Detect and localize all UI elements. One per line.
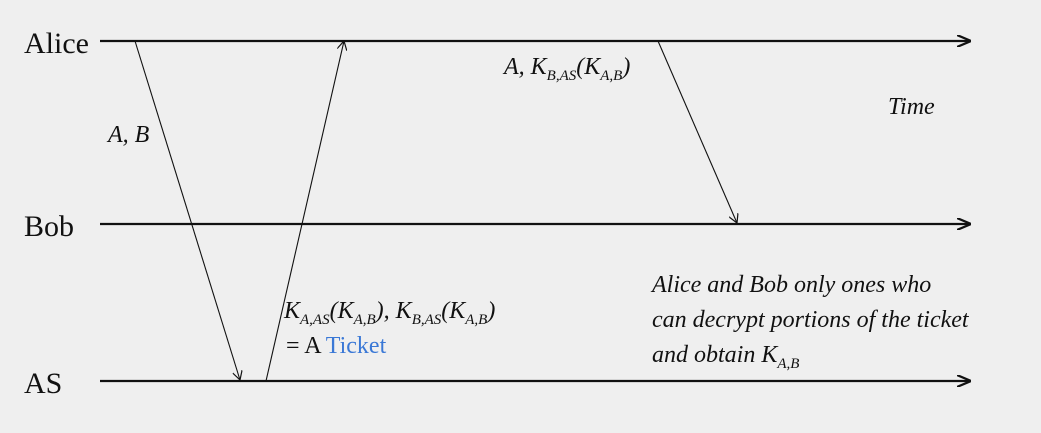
msg1-label: A, B xyxy=(106,122,150,148)
time-label: Time xyxy=(888,94,935,120)
msg2-ticket-line: = A Ticket xyxy=(286,333,387,359)
ticket-word: Ticket xyxy=(326,333,387,359)
note-line-1: Alice and Bob only ones who xyxy=(650,272,931,298)
arrow-alice-to-as xyxy=(134,40,240,380)
lane-label-as: AS xyxy=(24,367,62,400)
arrow-as-to-alice xyxy=(265,41,344,382)
msg3-label: A, KB,AS(KA,B) xyxy=(502,54,630,84)
note-line-3: and obtain KA,B xyxy=(652,342,799,372)
lane-label-alice: Alice xyxy=(24,27,89,60)
msg2-label: KA,AS(KA,B), KB,AS(KA,B) xyxy=(283,298,495,328)
lane-label-bob: Bob xyxy=(24,210,74,243)
note-line-2: can decrypt portions of the ticket xyxy=(652,307,970,333)
arrow-alice-to-bob xyxy=(657,40,737,223)
